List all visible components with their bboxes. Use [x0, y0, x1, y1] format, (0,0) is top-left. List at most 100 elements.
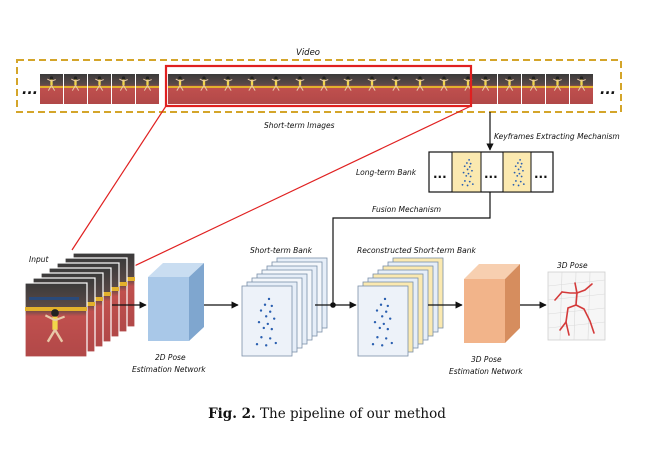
keypoint: [270, 304, 273, 308]
keypoint: [464, 180, 466, 182]
keypoint: [385, 310, 388, 313]
keypoint: [382, 322, 385, 326]
short-term-highlight: [164, 64, 473, 108]
keypoint: [381, 315, 384, 318]
video-frame: [112, 74, 135, 104]
short-term-bank-stack: [241, 257, 328, 357]
video-frame: [88, 74, 111, 104]
video-ellipsis-right: ...: [600, 82, 616, 98]
video-frame: [136, 74, 159, 104]
keypoint: [517, 162, 519, 164]
keypoint: [389, 317, 392, 320]
keypoint: [520, 175, 523, 178]
video-frame: [498, 74, 521, 104]
keypoint: [257, 320, 261, 324]
long-term-bank-box: [428, 151, 554, 193]
video-frame: [522, 74, 545, 104]
keypoint: [266, 322, 269, 326]
caption-figure-label: Fig. 2.: [208, 406, 256, 422]
keypoint: [516, 174, 519, 177]
video-frame: [192, 74, 216, 104]
keypoint: [259, 309, 263, 312]
keypoint: [471, 183, 474, 186]
keypoint: [265, 344, 268, 347]
bank-sheet: [241, 285, 293, 357]
pose3d-network-block: [464, 264, 520, 343]
keypoint: [386, 304, 389, 308]
projection-line-right: [87, 105, 472, 289]
projection-line-left: [71, 105, 167, 251]
video-frame: [64, 74, 87, 104]
fusion-mechanism-label: Fusion Mechanism: [372, 205, 441, 214]
keypoint: [463, 165, 466, 168]
video-frame: [408, 74, 432, 104]
video-frame: [432, 74, 456, 104]
caption-text: The pipeline of our method: [260, 406, 446, 422]
keypoint: [466, 184, 469, 187]
keypoint: [520, 162, 523, 165]
keypoint: [274, 341, 277, 345]
pose2d-label-1: 2D Pose: [155, 353, 186, 362]
video-frames: [40, 74, 593, 104]
long-term-keypoints: [461, 158, 525, 187]
video-frame: [360, 74, 384, 104]
keypoint: [270, 327, 273, 331]
bank-sheet: [357, 285, 409, 357]
keypoint: [515, 180, 517, 182]
video-frame: [264, 74, 288, 104]
keypoint: [383, 297, 387, 301]
pose2d-label-2: Estimation Network: [132, 365, 206, 374]
pose3d-output-plot: [547, 271, 606, 341]
keypoint: [467, 172, 470, 175]
keypoint: [376, 336, 379, 339]
keypoint: [469, 162, 472, 165]
keypoint: [514, 165, 517, 168]
keypoint: [371, 343, 375, 346]
keypoint: [517, 168, 520, 171]
fusion-connector: [332, 192, 491, 305]
long-term-ellipsis-3: ...: [534, 167, 548, 181]
long-term-keyframe-1: [452, 152, 481, 192]
short-term-bank-label: Short-term Bank: [250, 246, 313, 255]
input-frame: [24, 282, 88, 358]
long-term-ellipsis-1: ...: [433, 167, 447, 181]
keypoint: [513, 171, 516, 174]
keypoint: [518, 172, 521, 175]
long-term-ellipsis-2: ...: [484, 167, 498, 181]
keypoint: [462, 171, 465, 174]
keypoint: [468, 180, 471, 183]
keypoint: [519, 180, 522, 183]
keypoint: [522, 183, 525, 186]
keypoint: [519, 158, 521, 161]
keypoint: [466, 162, 468, 164]
reconstructed-bank-stack: [357, 257, 444, 357]
video-label: Video: [296, 48, 320, 58]
pose3d-label-1: 3D Pose: [471, 355, 502, 364]
video-frame: [570, 74, 593, 104]
keypoint: [468, 158, 470, 161]
skeleton-3d: [554, 282, 595, 336]
video-frame: [240, 74, 264, 104]
pose3d-label-2: Estimation Network: [449, 367, 523, 376]
video-frame: [384, 74, 408, 104]
pose2d-network-block: [148, 263, 204, 341]
keypoint: [265, 315, 268, 318]
video-frame: [288, 74, 312, 104]
short-term-images-label: Short-term Images: [264, 121, 335, 130]
keypoint: [373, 320, 377, 324]
video-frame: [216, 74, 240, 104]
keypoint: [379, 303, 383, 306]
long-term-bank-label: Long-term Bank: [356, 168, 417, 177]
pose3d-output-label: 3D Pose: [557, 261, 588, 270]
reconstructed-bank-label: Reconstructed Short-term Bank: [357, 246, 476, 255]
keypoint: [260, 336, 263, 339]
input-label: Input: [29, 255, 49, 264]
keypoint: [385, 337, 388, 340]
keypoint: [386, 327, 389, 331]
keypoint: [522, 169, 524, 172]
keypoint: [512, 183, 515, 186]
video-frame: [546, 74, 569, 104]
keypoint: [517, 184, 520, 187]
keypoint: [273, 317, 276, 320]
keypoint: [468, 165, 471, 168]
